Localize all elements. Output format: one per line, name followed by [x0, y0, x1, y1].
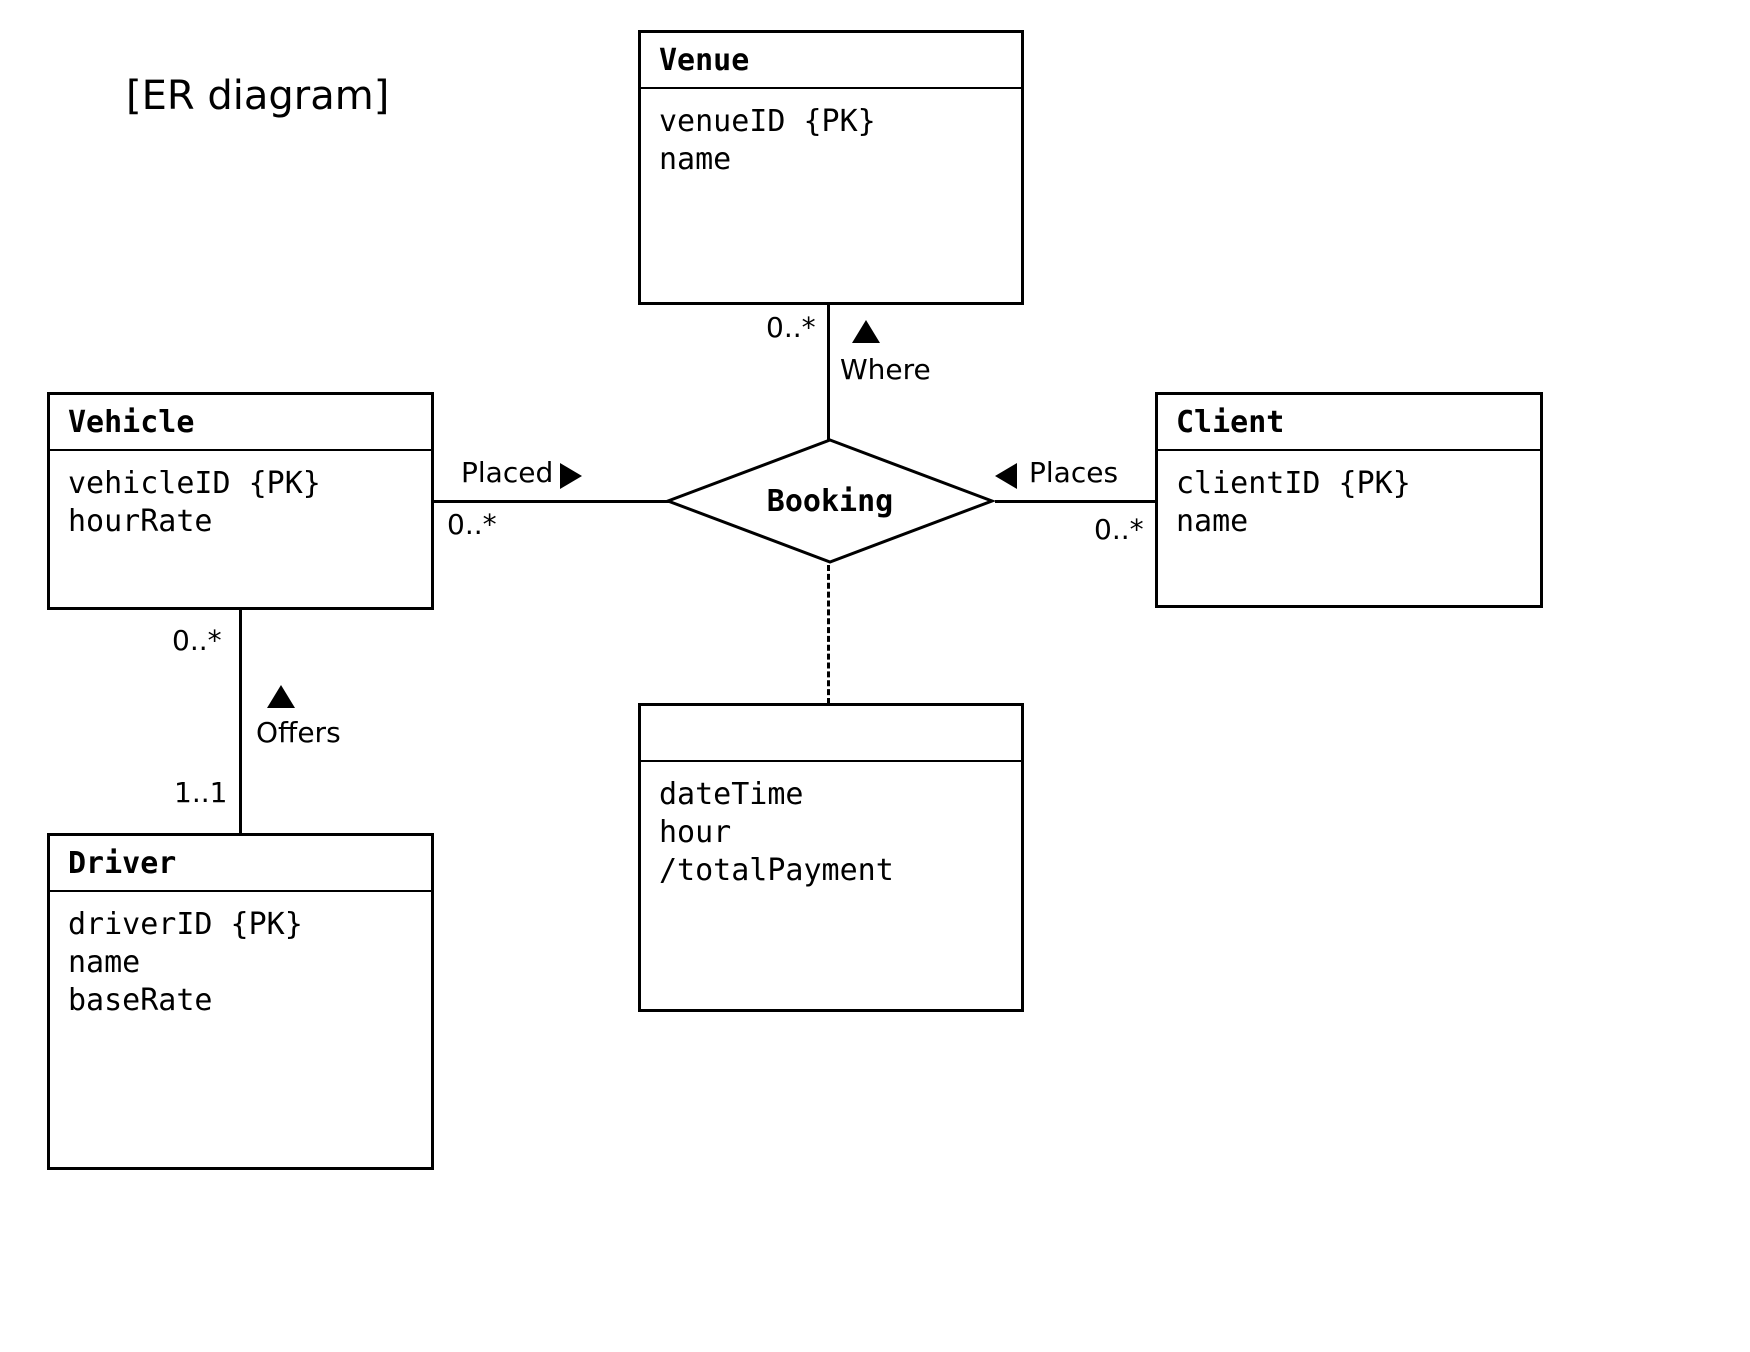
multiplicity-venue: 0..* — [766, 311, 816, 344]
multiplicity-vehicle-driver-bottom: 1..1 — [174, 776, 228, 809]
entity-venue[interactable]: Venue venueID {PK} name — [638, 30, 1024, 305]
attribute: baseRate — [68, 983, 213, 1018]
triangle-right-icon-placed — [560, 463, 582, 489]
multiplicity-client-booking: 0..* — [1094, 513, 1144, 546]
entity-venue-title: Venue — [641, 33, 1021, 89]
connector-venue-booking — [827, 305, 830, 445]
multiplicity-vehicle-booking: 0..* — [447, 508, 497, 541]
attribute: driverID {PK} — [68, 907, 303, 942]
attribute: venueID {PK} — [659, 104, 876, 139]
entity-driver-attributes: driverID {PK} name baseRate — [50, 892, 431, 1020]
association-class-title — [641, 706, 1021, 762]
relationship-label-offers: Offers — [256, 716, 341, 749]
attribute: hourRate — [68, 504, 213, 539]
connector-vehicle-booking — [432, 500, 670, 503]
association-class-link — [827, 565, 830, 704]
triangle-up-icon-offers — [267, 685, 295, 708]
entity-driver-title: Driver — [50, 836, 431, 892]
attribute: /totalPayment — [659, 853, 894, 888]
attribute: clientID {PK} — [1176, 466, 1411, 501]
association-class-attributes: dateTime hour /totalPayment — [641, 762, 1021, 890]
relationship-booking[interactable]: Booking — [663, 437, 997, 565]
attribute: vehicleID {PK} — [68, 466, 321, 501]
diamond-shape — [663, 438, 997, 564]
attribute: name — [68, 945, 141, 980]
triangle-up-icon-where — [852, 320, 880, 343]
page-title: [ER diagram] — [126, 73, 390, 119]
attribute: dateTime — [659, 777, 804, 812]
entity-client-attributes: clientID {PK} name — [1158, 451, 1540, 541]
entity-vehicle-attributes: vehicleID {PK} hourRate — [50, 451, 431, 541]
entity-venue-attributes: venueID {PK} name — [641, 89, 1021, 179]
entity-driver[interactable]: Driver driverID {PK} name baseRate — [47, 833, 434, 1170]
multiplicity-vehicle-driver-top: 0..* — [172, 624, 222, 657]
triangle-left-icon-places — [995, 463, 1017, 489]
attribute: hour — [659, 815, 732, 850]
relationship-label-placed: Placed — [461, 456, 554, 489]
entity-client[interactable]: Client clientID {PK} name — [1155, 392, 1543, 608]
relationship-label-places: Places — [1029, 456, 1119, 489]
entity-vehicle-title: Vehicle — [50, 395, 431, 451]
attribute: name — [1176, 504, 1249, 539]
relationship-label-where: Where — [840, 353, 931, 386]
connector-client-booking — [995, 500, 1157, 503]
connector-vehicle-driver — [239, 608, 242, 836]
association-class-booking-attributes[interactable]: dateTime hour /totalPayment — [638, 703, 1024, 1012]
entity-vehicle[interactable]: Vehicle vehicleID {PK} hourRate — [47, 392, 434, 610]
entity-client-title: Client — [1158, 395, 1540, 451]
attribute: name — [659, 142, 732, 177]
